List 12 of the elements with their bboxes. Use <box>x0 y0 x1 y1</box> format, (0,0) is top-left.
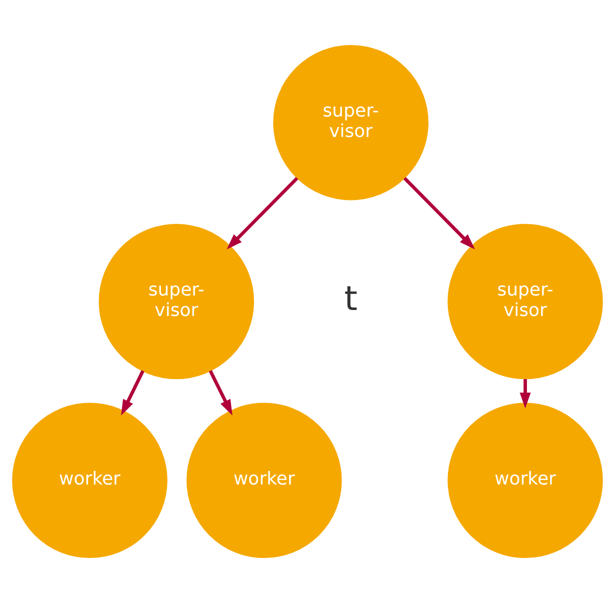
arrow <box>121 370 144 415</box>
arrow <box>226 176 298 249</box>
label: t <box>344 278 358 318</box>
node-circle: worker <box>186 402 342 558</box>
node-circle: worker <box>448 402 603 558</box>
arrow <box>520 378 531 408</box>
node-circle: worker <box>12 402 168 558</box>
node-circle: super- visor <box>273 44 428 200</box>
arrow <box>403 176 475 249</box>
node-circle: super- visor <box>448 223 603 379</box>
arrow <box>208 370 232 415</box>
node-circle: super- visor <box>98 223 254 379</box>
